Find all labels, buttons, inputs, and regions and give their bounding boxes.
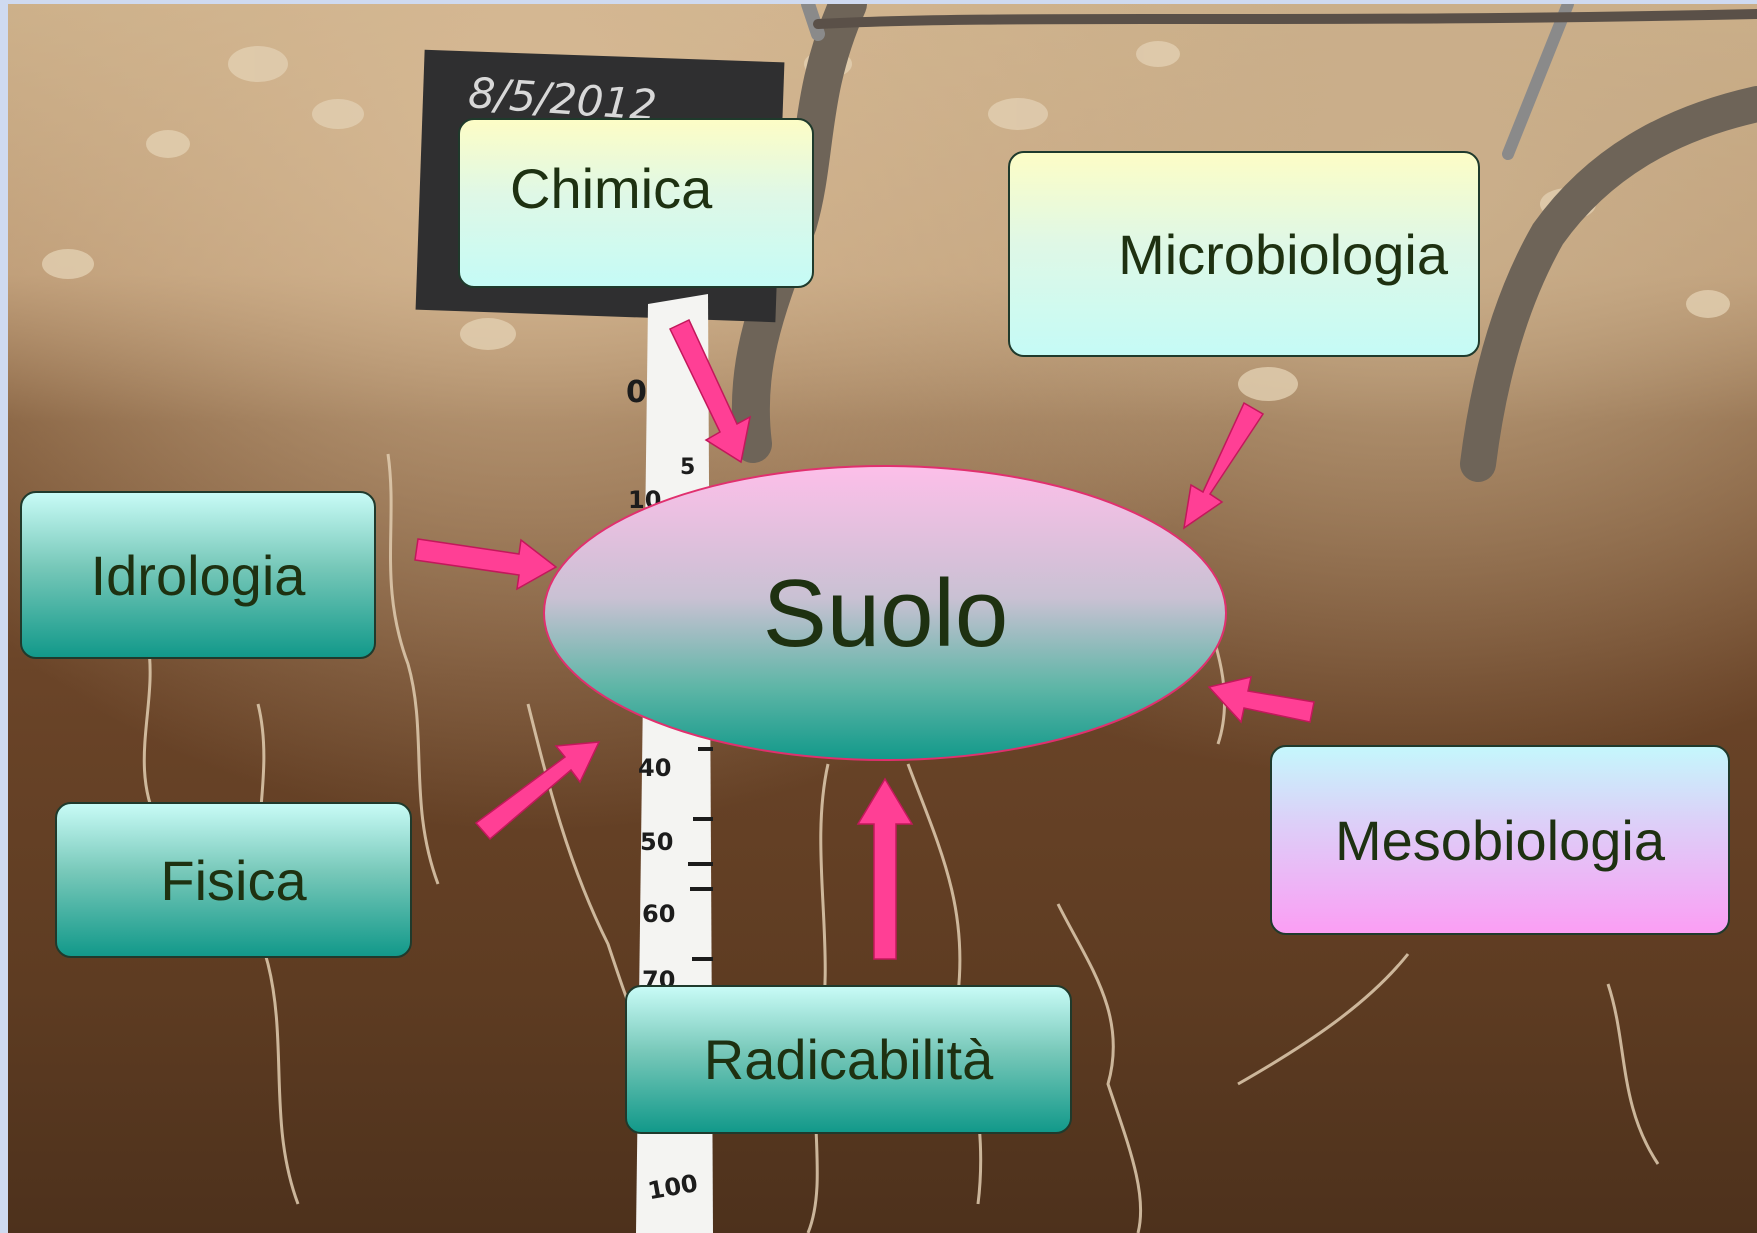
factor-box-radicabilita: Radicabilità (625, 985, 1072, 1134)
factor-box-microbiologia: Microbiologia (1008, 151, 1480, 357)
factor-box-fisica: Fisica (55, 802, 412, 958)
arrow-idrologia (415, 539, 556, 589)
factor-label-idrologia: Idrologia (91, 543, 306, 608)
ruler-tick-60: 60 (642, 900, 675, 928)
factor-box-chimica: Chimica (458, 118, 814, 288)
soil-profile-photo: 8/5/2012 0 5 10 40 50 60 70 100 Suolo (8, 4, 1757, 1233)
factor-box-idrologia: Idrologia (20, 491, 376, 659)
center-label: Suolo (543, 464, 1228, 764)
factor-label-fisica: Fisica (160, 848, 306, 913)
factor-label-mesobiologia: Mesobiologia (1335, 808, 1665, 873)
factor-label-microbiologia: Microbiologia (1118, 222, 1448, 287)
arrow-radicabilita (858, 779, 912, 959)
factor-label-chimica: Chimica (510, 156, 712, 221)
factor-box-mesobiologia: Mesobiologia (1270, 745, 1730, 935)
ruler-tick-50: 50 (640, 828, 673, 856)
ruler-tick-0: 0 (626, 375, 647, 410)
factor-label-radicabilita: Radicabilità (704, 1027, 994, 1092)
